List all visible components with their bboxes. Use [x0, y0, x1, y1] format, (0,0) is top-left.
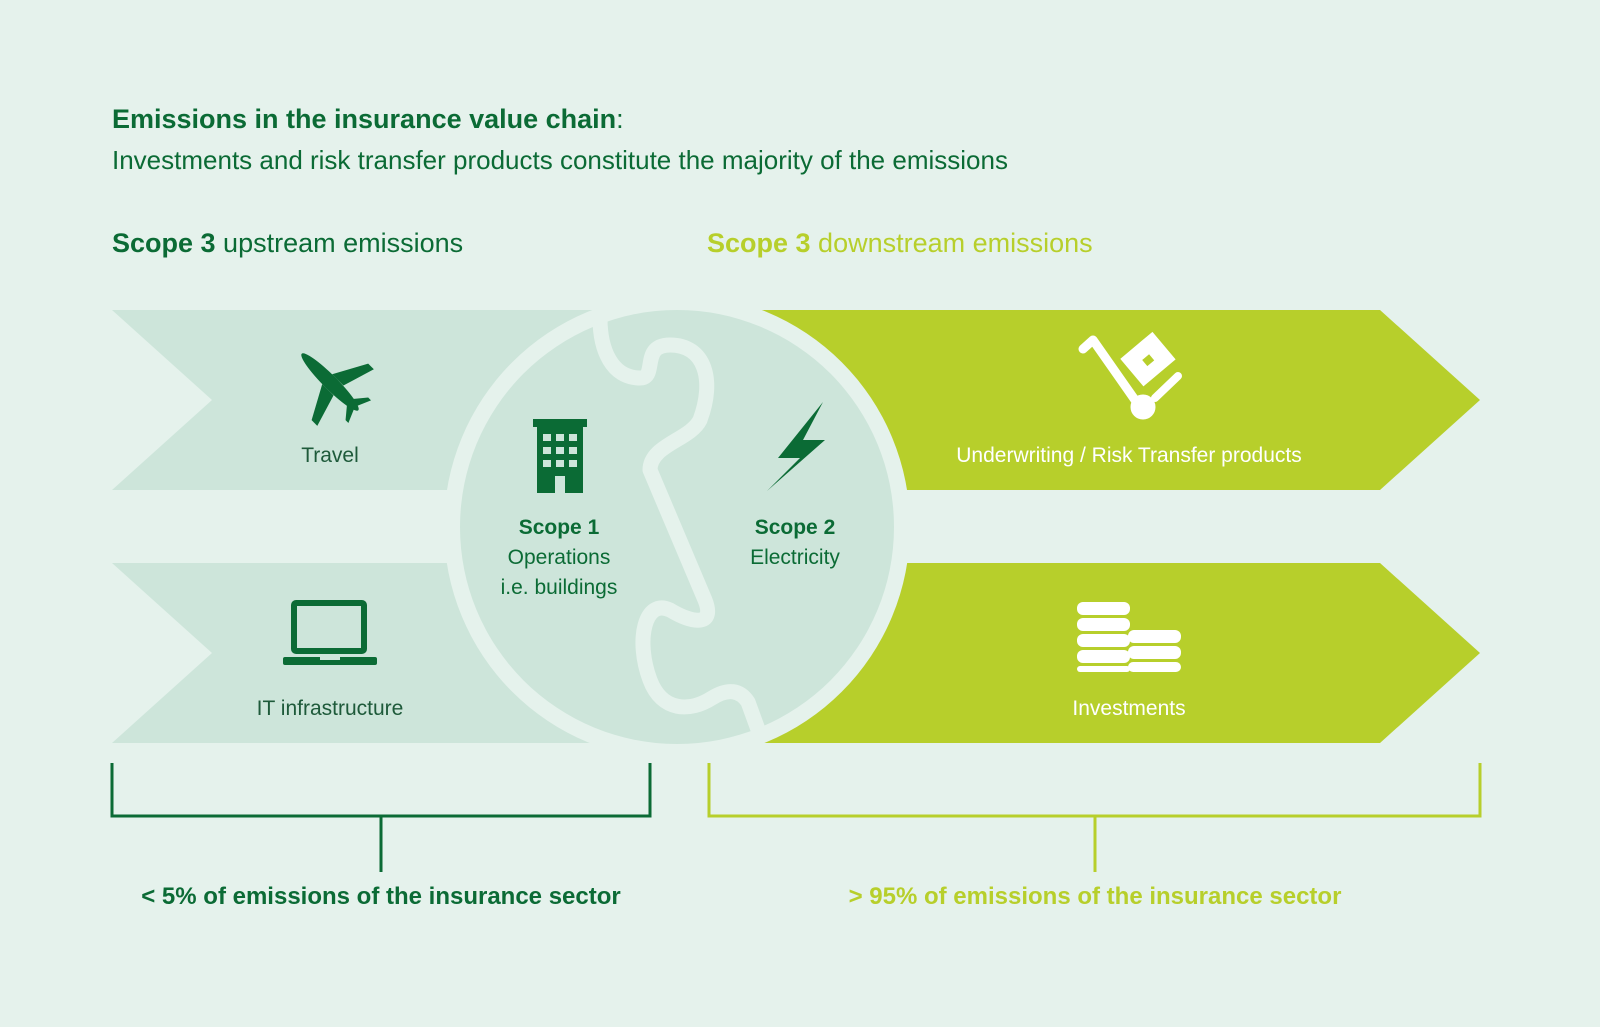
- downstream-header: Scope 3 downstream emissions: [707, 228, 1093, 259]
- scope1-line1: Operations: [507, 546, 611, 569]
- downstream-arrow-underwriting: [720, 310, 1480, 490]
- puzzle-divider: [592, 310, 768, 743]
- scope2-title: Scope 2: [754, 516, 836, 539]
- scope1-line2: i.e. buildings: [500, 576, 618, 599]
- travel-label: Travel: [301, 444, 359, 467]
- lightning-icon: [767, 402, 825, 491]
- underwriting-label: Underwriting / Risk Transfer products: [956, 444, 1302, 467]
- laptop-icon: [283, 600, 377, 665]
- upstream-bracket: [110, 763, 652, 872]
- upstream-scope-label: Scope 3: [112, 228, 216, 258]
- diagram-subtitle: Investments and risk transfer products c…: [112, 145, 1008, 175]
- downstream-footer: > 95% of emissions of the insurance sect…: [848, 883, 1342, 910]
- coins-icon: [1077, 602, 1181, 672]
- scope2-line1: Electricity: [750, 546, 840, 569]
- upstream-footer: < 5% of emissions of the insurance secto…: [141, 883, 621, 910]
- downstream-scope-label: Scope 3: [707, 228, 811, 258]
- scope2-label: Scope 2 Electricity: [695, 513, 895, 573]
- it-infrastructure-label: IT infrastructure: [256, 697, 404, 720]
- diagram-title: Emissions in the insurance value chain:: [112, 104, 624, 135]
- title-colon: :: [616, 104, 624, 134]
- hand-truck-icon: [1078, 335, 1182, 420]
- scope1-label: Scope 1 Operations i.e. buildings: [459, 513, 659, 603]
- upstream-scope-rest: upstream emissions: [215, 228, 464, 258]
- box-icon: [1120, 331, 1176, 387]
- downstream-scope-rest: downstream emissions: [810, 228, 1093, 258]
- title-main: Emissions in the insurance value chain: [112, 104, 617, 134]
- building-icon: [533, 419, 587, 493]
- upstream-header: Scope 3 upstream emissions: [112, 228, 463, 259]
- downstream-bracket: [707, 763, 1482, 872]
- investments-label: Investments: [1072, 697, 1186, 720]
- scope1-title: Scope 1: [518, 516, 600, 539]
- airplane-icon: [301, 353, 374, 426]
